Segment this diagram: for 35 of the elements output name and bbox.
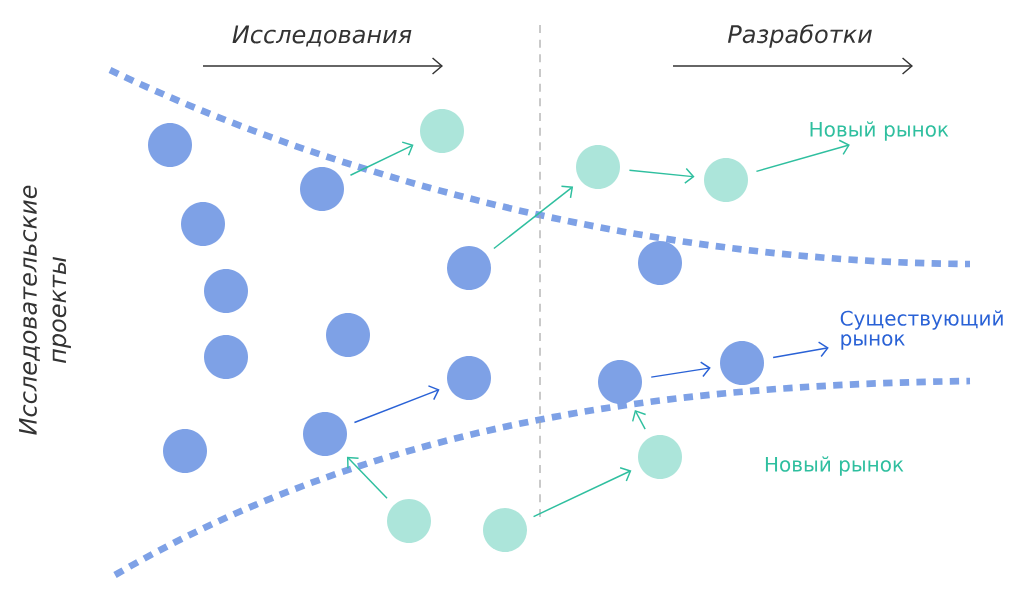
project-circle [576,145,620,189]
project-circle [163,429,207,473]
market-label: Существующий рынок [840,310,1003,350]
project-circle [181,202,225,246]
project-circle [704,158,748,202]
project-circle [387,499,431,543]
arrow [772,341,829,359]
project-circle [447,356,491,400]
section-heading: Разработки [727,24,872,48]
arrow [353,385,440,424]
project-circle [638,435,682,479]
project-circle [420,109,464,153]
section-heading: Исследования [232,25,412,47]
project-circle [598,360,642,404]
arrow [532,466,632,518]
arrow [631,409,647,430]
project-circle [720,341,764,385]
market-label: Новый рынок [810,121,949,141]
axis-label: Исследовательские проекты [19,185,71,435]
arrow [346,456,388,499]
project-circle [300,167,344,211]
arrow [650,361,711,378]
arrow [349,141,414,176]
market-label: Новый рынок [765,456,904,476]
arrow [755,139,850,173]
project-circle [483,508,527,552]
arrow [628,167,695,184]
project-circle [204,335,248,379]
project-circle [303,412,347,456]
project-circle [638,241,682,285]
project-circle [148,123,192,167]
project-circle [447,246,491,290]
project-circle [204,269,248,313]
project-circle [326,313,370,357]
arrow [493,185,574,250]
